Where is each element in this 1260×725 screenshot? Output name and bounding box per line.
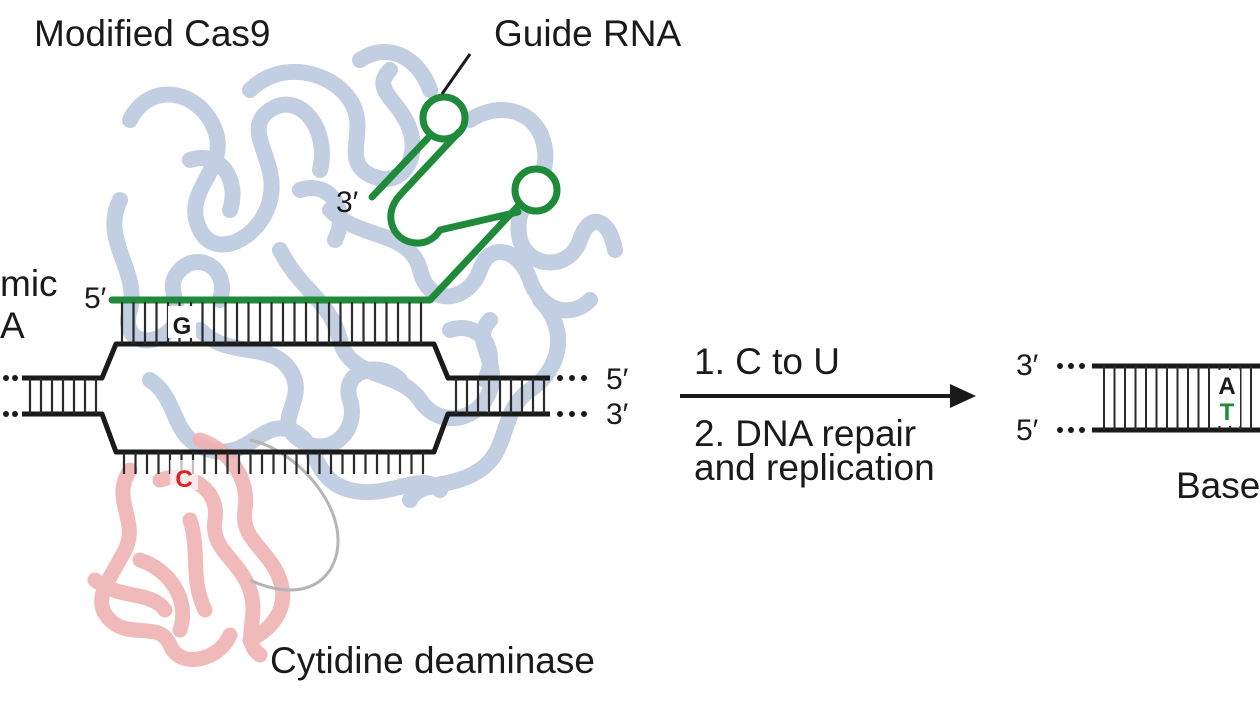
guide-3-prime-label: 3′ [336,186,359,219]
product-5-prime-label: 5′ [1016,414,1039,447]
genomic-dna-label-line1: mic [0,263,58,304]
guide-rna-label: Guide RNA [494,13,681,54]
result-label: Base [1176,465,1260,506]
genomic-dna-label-line2: A [0,305,25,346]
deaminase-label: Cytidine deaminase [270,640,595,681]
edited-pair-background [1214,370,1240,426]
step2-label-line1: 2. DNA repair [694,413,916,454]
linker-line [249,438,340,592]
cas9-protein [106,43,623,508]
product-top-base-a: A [1218,373,1235,400]
guide-rna-pointer [440,53,472,95]
product-dots [1057,363,1085,433]
step2-label-line2: and replication [694,447,935,488]
reaction-arrow-head [950,384,976,408]
dna-dots [3,375,587,417]
product-bottom-base-t: T [1220,399,1235,426]
guide-pair-base: G [173,313,192,340]
guide-5-prime-label: 5′ [84,282,107,315]
product-3-prime-label: 3′ [1016,349,1039,382]
dna-right-bottom-end-label: 3′ [606,398,629,431]
step1-label: 1. C to U [694,341,840,382]
target-base-background [170,460,198,490]
guide-base-background [168,306,196,338]
dna-right-top-end-label: 5′ [606,363,629,396]
target-c-base: C [175,466,192,493]
cas9-label: Modified Cas9 [34,13,271,54]
dna-strands [22,341,550,455]
deaminase-protein [87,432,291,667]
guide-rna [108,93,561,304]
